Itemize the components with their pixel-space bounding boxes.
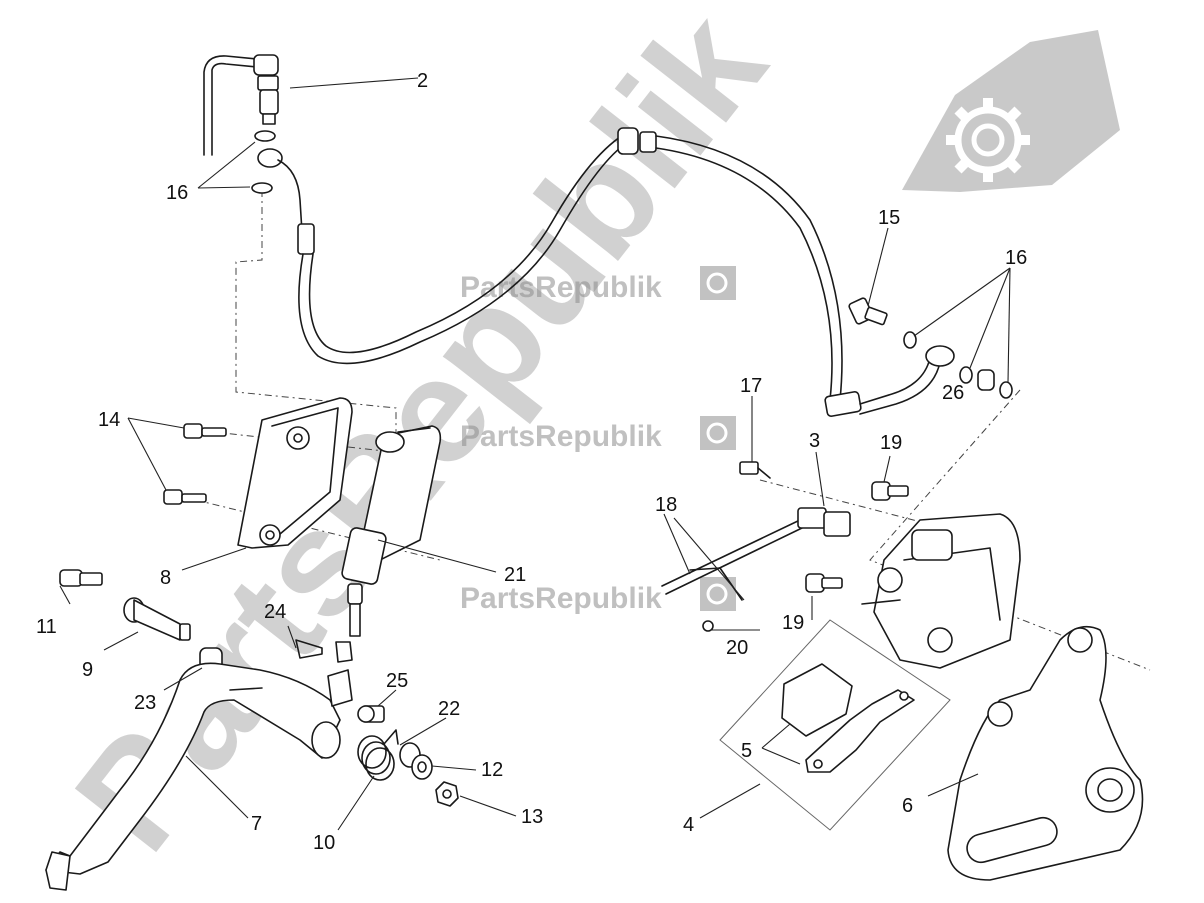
callout-18: 18	[655, 494, 677, 516]
callout-16-left: 16	[166, 182, 188, 204]
part-brake-pads	[719, 619, 951, 831]
callout-5: 5	[741, 740, 752, 762]
callout-25: 25	[386, 670, 408, 692]
callout-21: 21	[504, 564, 526, 586]
callout-11: 11	[36, 616, 57, 638]
leader-lines	[59, 77, 1011, 831]
part-reservoir-fitting	[203, 54, 279, 194]
callout-19-bottom: 19	[782, 612, 804, 634]
gear-icon	[706, 272, 728, 294]
part-brake-hose	[257, 127, 955, 417]
watermark-logo-2: PartsRepublik	[460, 416, 736, 453]
callout-16-right: 16	[1005, 247, 1027, 269]
callout-12: 12	[481, 759, 503, 781]
watermark-logo-1: PartsRepublik	[460, 266, 736, 304]
callout-26: 26	[942, 382, 964, 404]
gear-icon	[706, 583, 728, 605]
callout-2: 2	[417, 70, 428, 92]
callout-22: 22	[438, 698, 460, 720]
flag-icon	[700, 266, 736, 300]
part-cylinder-bracket	[163, 397, 353, 549]
flag-icon	[700, 416, 736, 450]
callout-20: 20	[726, 637, 748, 659]
part-brake-pedal	[45, 662, 341, 891]
part-caliper-bolts	[805, 481, 909, 593]
callout-9: 9	[82, 659, 93, 681]
part-return-spring	[357, 729, 459, 807]
part-sensor	[661, 461, 851, 632]
callout-7: 7	[251, 813, 262, 835]
gear-icon	[706, 422, 728, 444]
callout-8: 8	[160, 567, 171, 589]
watermark-logo-3: PartsRepublik	[460, 577, 736, 615]
watermark-text-3: PartsRepublik	[460, 582, 662, 615]
gear-icon	[946, 98, 1030, 182]
callout-4: 4	[683, 814, 694, 836]
callout-24: 24	[264, 601, 286, 623]
callout-17: 17	[740, 375, 762, 397]
part-banjo-bolt	[848, 297, 1013, 399]
callout-19-top: 19	[880, 432, 902, 454]
watermark-text-1: PartsRepublik	[460, 271, 662, 304]
callout-13: 13	[521, 806, 543, 828]
part-caliper-bracket	[947, 625, 1144, 881]
part-master-cylinder	[341, 425, 442, 637]
callout-6: 6	[902, 795, 913, 817]
part-clevis	[295, 639, 385, 723]
callout-labels: 2 16 16 15 14 17 3 19 26 18 8 21 11 24 9…	[36, 70, 1027, 854]
callout-14: 14	[98, 409, 120, 431]
callout-15: 15	[878, 207, 900, 229]
part-brake-caliper	[861, 513, 1021, 669]
callout-3: 3	[809, 430, 820, 452]
watermark-text-2: PartsRepublik	[460, 420, 662, 453]
callout-10: 10	[313, 832, 335, 854]
callout-23: 23	[134, 692, 156, 714]
